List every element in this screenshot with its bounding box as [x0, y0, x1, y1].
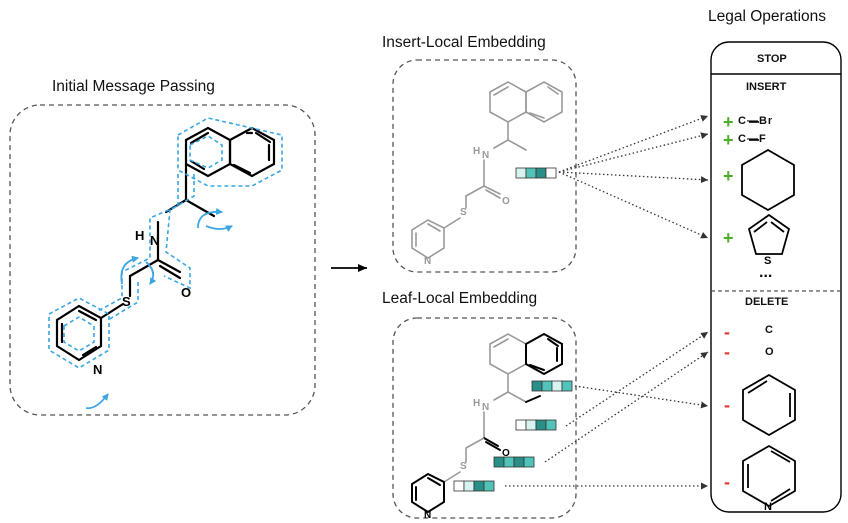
initial-message-passing-title: Initial Message Passing — [52, 78, 215, 95]
insert-local-molecule — [411, 81, 563, 259]
message-outline — [48, 117, 283, 369]
thiophene-s-label: S — [764, 255, 772, 267]
leaf-local-naphthalene — [489, 332, 563, 376]
atom-n-pyridine: N — [424, 510, 432, 521]
embedding-vector-icon — [493, 456, 535, 468]
embedding-vector-icon — [515, 419, 557, 431]
message-arrow-icon — [120, 255, 139, 285]
legal-ops-frame — [710, 41, 842, 513]
atom-h: H — [135, 228, 145, 243]
atom-s: S — [122, 294, 131, 309]
insert-item-cbr: C—Br — [738, 115, 774, 127]
atom-s: S — [460, 461, 467, 472]
cyclohexadiene-icon — [742, 373, 796, 437]
atom-s: S — [460, 207, 467, 218]
insert-item-cf: C—F — [738, 133, 767, 145]
embedding-vector-icon — [453, 480, 495, 492]
operation-arrow — [558, 171, 709, 184]
delete-label: DELETE — [745, 296, 789, 308]
message-arrow-icon — [197, 208, 223, 229]
embedding-vector-icon — [515, 167, 557, 179]
stop-label: STOP — [757, 53, 787, 65]
initial-molecule — [55, 126, 276, 362]
operation-arrow — [558, 171, 709, 239]
operation-arrow — [558, 115, 709, 173]
delete-minus: - — [724, 472, 730, 492]
leaf-local-title: Leaf-Local Embedding — [382, 290, 538, 307]
delete-minus: - — [724, 395, 730, 415]
delete-item-c: C — [765, 324, 773, 336]
operation-arrow — [558, 132, 709, 173]
atom-h: H — [473, 398, 481, 409]
leaf-local-molecule — [443, 373, 527, 483]
embedding-vector-icon — [531, 380, 573, 392]
atom-h: H — [473, 146, 481, 157]
message-arrow-icon — [145, 261, 157, 285]
atom-o: O — [502, 196, 510, 207]
pyridine-n-label: N — [764, 501, 772, 513]
ellipsis: ... — [759, 264, 773, 281]
atom-o: O — [502, 448, 510, 459]
insert-label: INSERT — [746, 81, 787, 93]
operation-arrow — [574, 385, 709, 409]
delete-item-o: O — [765, 346, 774, 358]
legal-operations-title: Legal Operations — [708, 8, 827, 25]
insert-local-panel-frame — [392, 59, 577, 273]
thiophene-icon — [747, 213, 791, 255]
atom-n: N — [482, 402, 490, 413]
delete-minus: - — [724, 342, 730, 362]
message-arrow-icon — [205, 225, 233, 232]
cyclohexane-icon — [741, 148, 795, 212]
insert-plus: + — [723, 228, 734, 248]
operation-arrow — [544, 351, 709, 463]
delete-minus: - — [724, 322, 730, 342]
leaf-local-panel-frame — [392, 317, 577, 519]
atom-n-pyridine: N — [424, 256, 432, 267]
insert-plus: + — [723, 112, 734, 132]
operation-arrow — [565, 331, 709, 427]
atom-n: N — [150, 233, 160, 248]
leaf-local-leaf-bonds — [411, 395, 541, 514]
insert-local-title: Insert-Local Embedding — [382, 34, 546, 51]
initial-panel-frame — [9, 104, 316, 416]
message-arrow-icon — [85, 393, 109, 410]
pyridine-icon — [742, 444, 796, 508]
atom-n: N — [482, 150, 490, 161]
insert-plus: + — [723, 166, 734, 186]
insert-plus: + — [723, 130, 734, 150]
atom-n-pyridine: N — [93, 362, 103, 377]
atom-o: O — [181, 285, 192, 300]
